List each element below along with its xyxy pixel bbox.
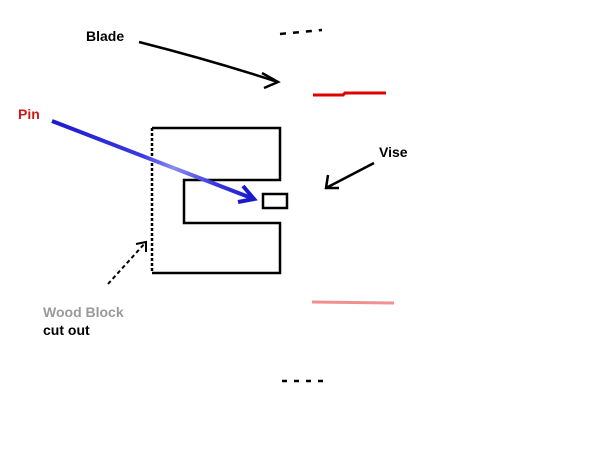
label-wood-block-line2: cut out [43,322,90,338]
pin-arrow [51,119,258,204]
blade [279,28,324,383]
wood-block-arrow [107,240,147,285]
blade-top-dashes [279,28,323,36]
label-wood-block-line1: Wood Block [43,304,124,320]
pin-slot [261,192,289,210]
vise-arrow [324,161,375,190]
label-blade: Blade [86,28,124,44]
blade-arrow [138,40,281,90]
label-vise: Vise [379,144,408,160]
wood-block-outline [152,126,282,275]
label-pin: Pin [18,106,40,122]
wood-block [150,126,289,275]
vise [310,91,395,305]
vise-jaw-bottom [311,300,395,305]
vise-jaw-top [313,91,386,97]
